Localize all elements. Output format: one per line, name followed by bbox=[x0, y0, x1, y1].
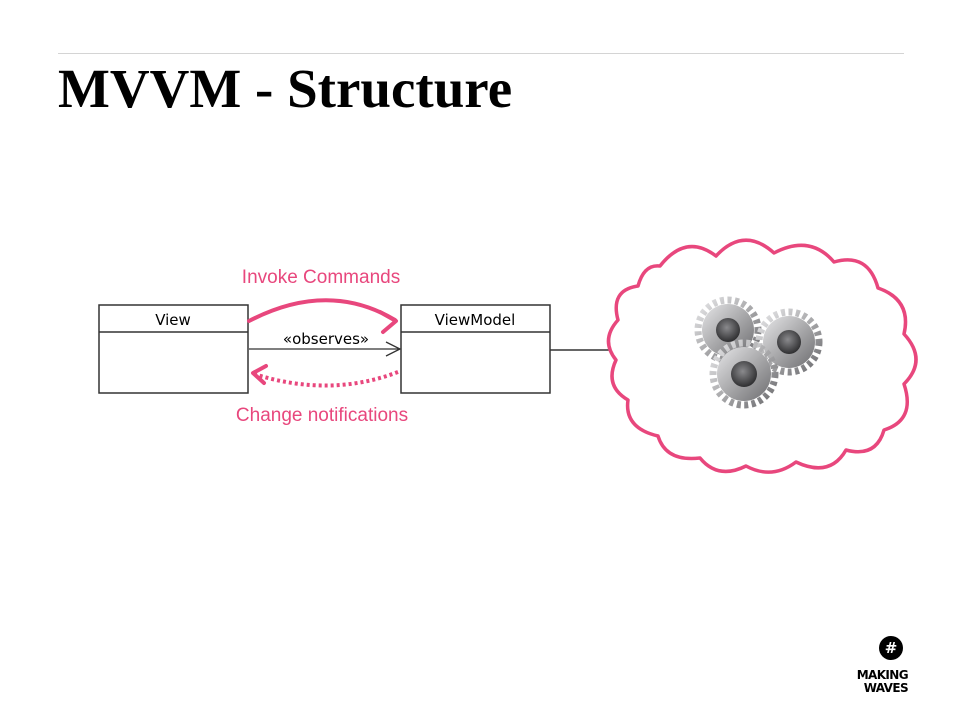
gear-bottom bbox=[709, 339, 779, 409]
logo-word-waves: WAVES bbox=[863, 681, 909, 695]
hash-circle-icon: # bbox=[879, 636, 903, 660]
invoke-arrowhead bbox=[378, 310, 398, 334]
gears-icon bbox=[694, 296, 823, 409]
observes-arrowhead bbox=[385, 341, 402, 357]
view-class-box: View bbox=[98, 304, 249, 394]
viewmodel-class-frame bbox=[400, 304, 551, 394]
observes-label: «observes» bbox=[283, 330, 369, 348]
making-waves-logo: # MAKING WAVES bbox=[838, 636, 910, 696]
view-class-name: View bbox=[155, 311, 191, 329]
notify-arc bbox=[253, 370, 399, 388]
gear-right bbox=[755, 308, 823, 376]
title-divider bbox=[58, 53, 904, 54]
invoke-commands-label: Invoke Commands bbox=[242, 267, 400, 288]
slide-title: MVVM - Structure bbox=[58, 58, 513, 119]
view-class-frame bbox=[98, 304, 249, 394]
viewmodel-class-name: ViewModel bbox=[435, 311, 516, 329]
viewmodel-class-box: ViewModel bbox=[400, 304, 551, 394]
invoke-arc bbox=[247, 298, 397, 323]
invoke-commands-arrow: Invoke Commands bbox=[242, 267, 400, 334]
notify-arrowhead bbox=[251, 364, 268, 385]
observes-dependency: «observes» bbox=[249, 330, 402, 357]
logo-word-making: MAKING bbox=[856, 668, 909, 682]
change-notifications-arrow: Change notifications bbox=[236, 364, 408, 426]
change-notifications-label: Change notifications bbox=[236, 405, 408, 426]
